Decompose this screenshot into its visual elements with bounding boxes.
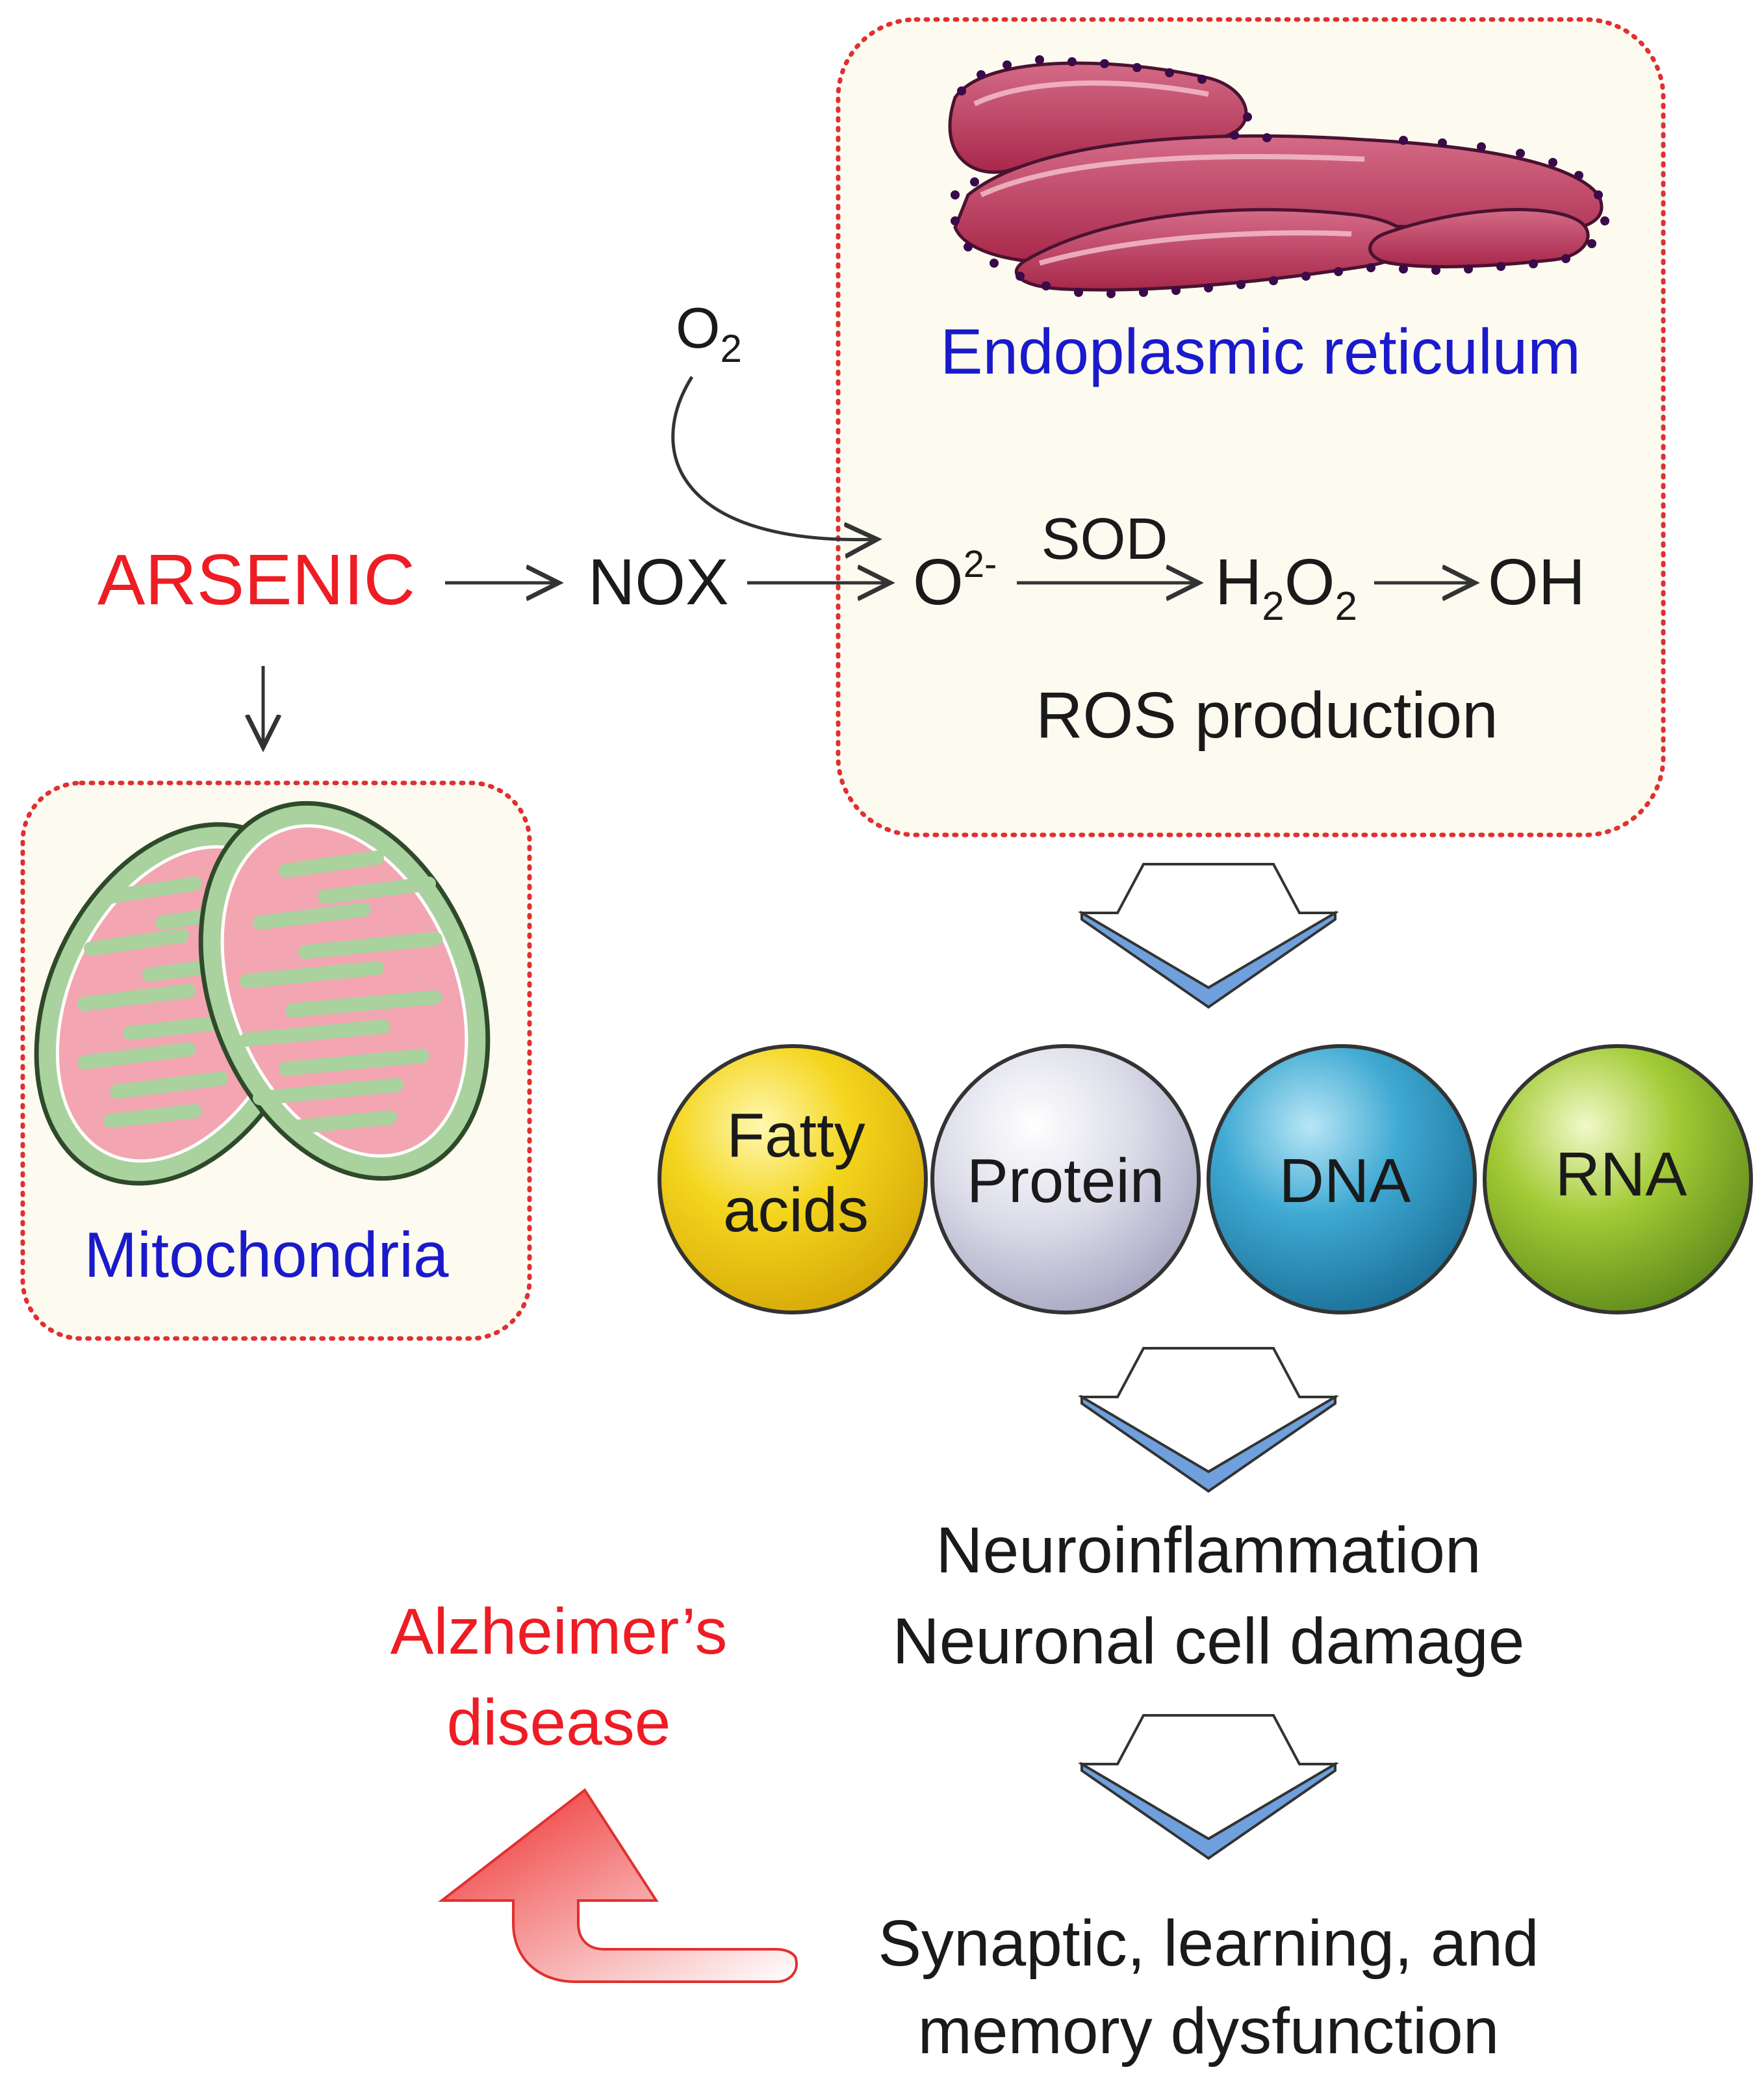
alzheimers-label-line2: disease (447, 1686, 671, 1759)
sod-label: SOD (1041, 507, 1168, 572)
alzheimers-arrow-icon (438, 1788, 798, 1983)
chevron-down-icon (1077, 863, 1340, 1009)
h2o2-label: H2O2 (1215, 546, 1357, 629)
target-rna: RNA (1483, 1044, 1753, 1314)
chevron-down-icon (1077, 1347, 1340, 1493)
neuroinflammation-label: Neuroinflammation (936, 1514, 1481, 1587)
target-protein: Protein (930, 1044, 1201, 1314)
er-label: Endoplasmic reticulum (940, 316, 1581, 387)
target-label: acids (723, 1175, 869, 1245)
arsenic-label: ARSENIC (97, 540, 415, 620)
neuronal-damage-label: Neuronal cell damage (893, 1605, 1525, 1678)
superoxide-label: O2- (913, 543, 997, 619)
alzheimers-label-line1: Alzheimer’s (390, 1595, 728, 1668)
mitochondria-label: Mitochondria (84, 1219, 449, 1290)
ros-production-label: ROS production (1036, 679, 1498, 752)
chevron-down-icon (1077, 1714, 1340, 1860)
mitochondria-icon (34, 800, 491, 1186)
target-label: Protein (967, 1146, 1164, 1216)
endoplasmic-reticulum-icon (948, 55, 1609, 298)
target-label: DNA (1279, 1146, 1411, 1216)
target-fatty-acids: Fatty acids (658, 1044, 928, 1314)
o2-label: O2 (676, 296, 742, 370)
target-label: RNA (1555, 1140, 1687, 1209)
nox-label: NOX (588, 546, 729, 619)
o2-arrow (671, 376, 877, 540)
dysfunction-label-line2: memory dysfunction (918, 1995, 1500, 2068)
oh-label: OH (1488, 546, 1585, 619)
target-label: Fatty (726, 1101, 865, 1170)
target-dna: DNA (1207, 1044, 1477, 1314)
dysfunction-label-line1: Synaptic, learning, and (878, 1907, 1539, 1980)
